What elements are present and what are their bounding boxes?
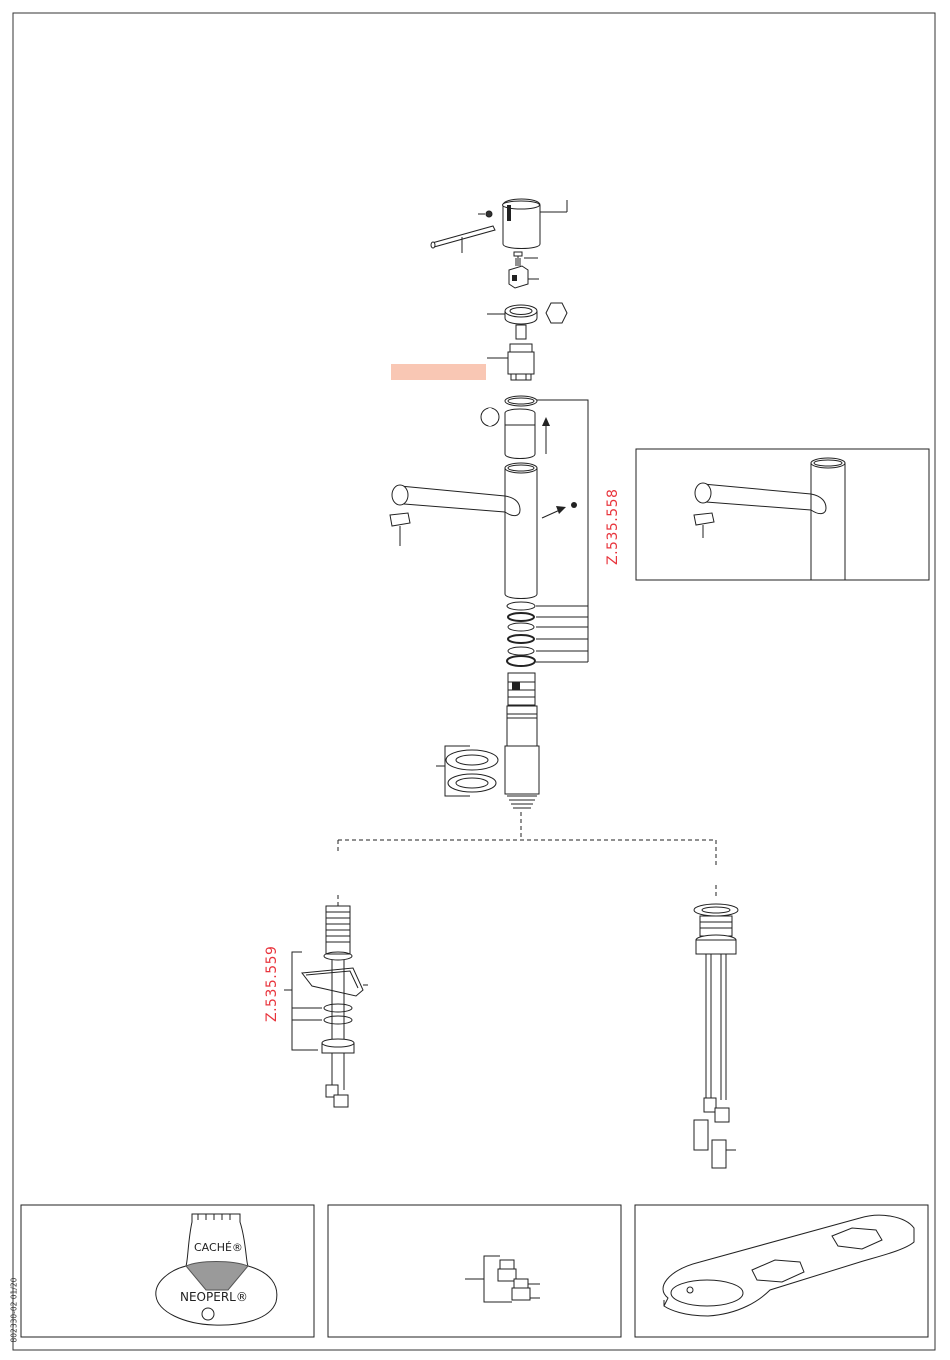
connector-dashed-lines (338, 812, 716, 906)
highlight-label-bar (391, 364, 486, 380)
hex-wrench-size-icon (546, 303, 567, 323)
o-ring-stack (507, 602, 535, 666)
spout-set-bracket (536, 400, 588, 662)
cartridge (487, 325, 534, 380)
document-id: 802330-02 01/20 (10, 1287, 19, 1343)
base-shaft (505, 706, 539, 808)
mounting-set-right (694, 904, 738, 1168)
handle-cap (503, 199, 568, 249)
mounting-set-code: Z.535.559 (264, 946, 280, 1022)
tool-box-check-valves (328, 1205, 621, 1337)
spout-sleeve (505, 409, 550, 459)
spout-set-code: Z.535.558 (605, 489, 621, 565)
handle-screw (514, 252, 538, 266)
tool-box-aerator-key (21, 1205, 314, 1337)
cartridge-nut (487, 305, 537, 324)
base-gaskets (436, 746, 498, 796)
rotation-stop-icon (481, 408, 499, 426)
spout-detail-box (636, 449, 929, 580)
aerator-main (390, 513, 410, 546)
aerator-key-brand-bottom: NEOPERL® (180, 1290, 248, 1304)
spout-body (392, 463, 537, 599)
page-frame (13, 13, 935, 1350)
valve-insert (508, 673, 535, 705)
mounting-set-left (284, 906, 368, 1107)
set-screw-arrow (542, 502, 577, 518)
lever-rod (431, 211, 495, 253)
top-o-ring (505, 396, 537, 406)
handle-adapter (509, 266, 539, 288)
aerator-key-brand-top: CACHÉ® (194, 1241, 243, 1254)
